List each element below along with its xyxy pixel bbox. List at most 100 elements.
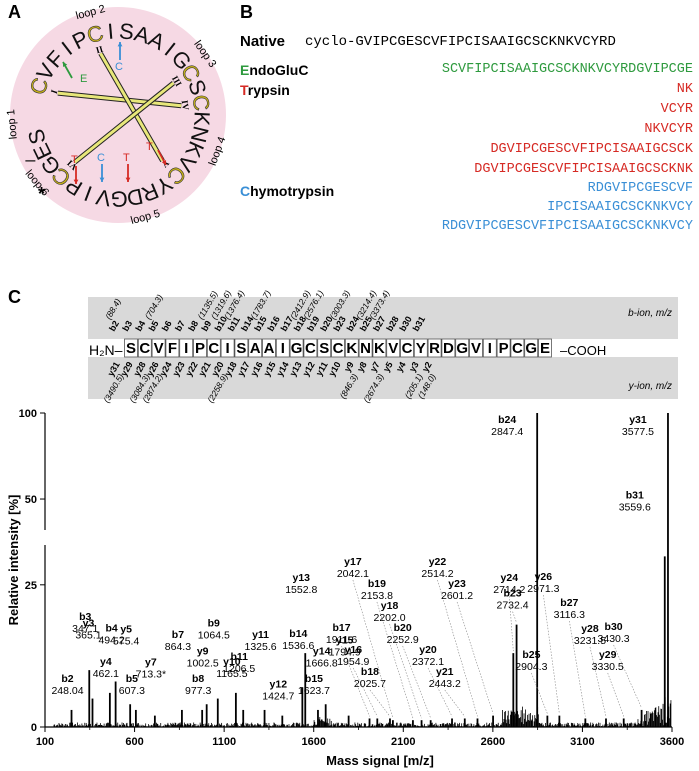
panel-label-c: C [8, 287, 21, 307]
cleavage-arrowhead [125, 177, 131, 182]
residue-letter: C [512, 340, 523, 357]
disulfide-bond [73, 81, 175, 164]
x-tick-label: 100 [36, 736, 54, 748]
peak-label-mz: 1954.9 [337, 656, 369, 668]
peak-labels: b2248.04b3347.1y3365.1y4462.1b4494.2y557… [51, 414, 654, 719]
native-sequence: cyclo-GVIPCGESCVFIPCISAAIGCSCKNKVCYRD [305, 34, 616, 50]
ring-residue: S [118, 18, 135, 44]
peak-label-mz: 2601.2 [441, 590, 473, 602]
residue-box [289, 338, 304, 358]
cleavage-label-t: T [146, 141, 153, 153]
residue-letter: R [429, 340, 440, 357]
peak-label-name: y11 [252, 629, 269, 641]
peak-label-name: b3 [79, 611, 91, 623]
peak-label-name: b4 [105, 623, 117, 635]
residue-box [413, 338, 428, 358]
cysteine-numeral: II [95, 44, 105, 56]
y-ion: y9 [342, 360, 356, 374]
peak-label-mz: 2042.1 [337, 568, 369, 580]
peak-label-name: y20 [419, 644, 437, 656]
residue-box [303, 338, 318, 358]
peak-label-leader [512, 611, 517, 623]
peak-label-name: y10 [223, 656, 241, 668]
chymotrypsin-peptide: IPCISAAIGCSCKNKVCY [547, 200, 693, 215]
peak-label-leader [369, 689, 391, 717]
peak-label-mz: 1911.6 [326, 634, 357, 646]
peak-label-mz: 2971.3 [527, 583, 559, 595]
residue-letter: A [264, 340, 275, 357]
peak-label-mz: 3231.5 [574, 635, 606, 647]
peak-label-mz: 1552.8 [285, 584, 317, 596]
peak-label-name: b27 [560, 597, 578, 609]
residue-box [124, 338, 138, 358]
x-axis-label: Mass signal [m/z] [326, 753, 434, 768]
residue-box [275, 338, 290, 358]
residue-letter: Y [416, 340, 426, 357]
peak-label-name: y3 [83, 618, 95, 630]
peak-label-name: b31 [626, 489, 644, 501]
residue-box [455, 338, 470, 358]
b-ion: b6 [160, 319, 174, 333]
trypsin-label-cap: T [240, 82, 248, 98]
x-tick-label: 600 [125, 736, 143, 748]
b-ion: b8 [186, 319, 200, 333]
cleavage-arrowhead [99, 177, 105, 182]
peak-label-mz: 2714.2 [493, 584, 525, 596]
residue-letter: V [471, 340, 481, 357]
endogluc-peptide: SCVFIPCISAAIGCSCKNKVCYRDGVIPCGE [441, 62, 693, 77]
residue-box [538, 338, 552, 358]
peak-label-name: b23 [504, 588, 522, 600]
asterisk-mark: * [38, 184, 45, 204]
residue-letter: P [499, 340, 509, 357]
cleavage-arrowhead [63, 62, 68, 67]
peak-label-mz: 347.1 [72, 623, 98, 635]
b-ion: b9 [199, 319, 213, 333]
peak-label-leader [402, 645, 431, 719]
peak-label-mz: 2372.1 [412, 656, 444, 668]
ring-residue: G [110, 186, 127, 211]
peak-label-name: y14 [313, 645, 331, 657]
spectrum-plot [53, 413, 672, 727]
endogluc-label-rest: ndoGluC [249, 62, 309, 78]
peak-label-leader [456, 601, 494, 714]
residue-box [344, 338, 359, 358]
peak-label-mz: 365.1 [75, 630, 101, 642]
residue-box [220, 338, 235, 358]
peak-label-mz: 462.1 [93, 668, 119, 680]
peak-label-mz: 1206.5 [223, 663, 255, 675]
peak-label-name: b2 [61, 673, 73, 685]
y-axis-label: Relative intensity [%] [6, 495, 21, 626]
cleavage-label-t: T [123, 152, 130, 164]
peak-label-leader [427, 667, 453, 717]
peak-label-mz: 2514.2 [421, 568, 453, 580]
y-tick-label: 100 [19, 408, 37, 420]
residue-letter: D [443, 340, 454, 357]
peak-label-name: y26 [535, 571, 553, 583]
cleavage-label-e: E [80, 73, 87, 85]
peak-label-name: y16 [345, 644, 363, 656]
residue-box [206, 338, 221, 358]
peak-label-mz: 248.04 [51, 685, 83, 697]
peak-label-leader [607, 672, 625, 717]
residue-letter: C [305, 340, 316, 357]
peak-label-mz: 864.3 [165, 641, 191, 653]
peak-label-mz: 2443.2 [429, 678, 461, 690]
peak-label-mz: 494.2 [98, 635, 124, 647]
peak-label-mz: 1165.5 [216, 668, 247, 680]
cysteine-numeral: I [49, 88, 60, 95]
trypsin-label: Trypsin [240, 82, 290, 98]
residue-box [179, 338, 194, 358]
residue-letter: G [525, 340, 537, 357]
y-ion: y4 [394, 360, 408, 374]
disulfide-bond [99, 52, 164, 162]
residue-letter: E [540, 340, 550, 357]
panel-label-b: B [240, 2, 253, 22]
peak-label-mz: 1623.7 [298, 685, 330, 697]
residue-box [386, 338, 401, 358]
peak-label-mz: 713.3* [136, 669, 166, 681]
b-ion: b3 [120, 319, 134, 333]
peak-label-name: y21 [436, 666, 454, 678]
